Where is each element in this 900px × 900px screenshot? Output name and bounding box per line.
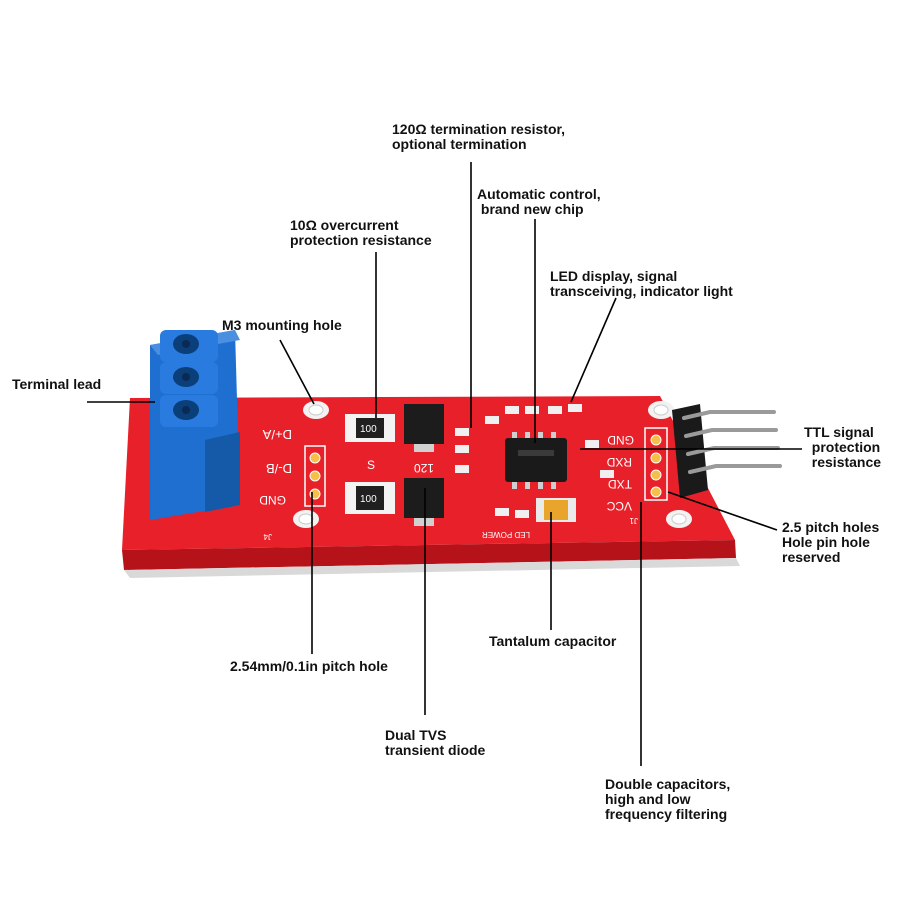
silk-led-power: LED POWER: [482, 530, 530, 539]
silk-gnd-left: GND: [259, 493, 286, 507]
pcb-board: [122, 396, 735, 550]
callout-pitch-holes-25: 2.5 pitch holes Hole pin hole reserved: [782, 519, 880, 565]
silk-j4: J4: [263, 532, 272, 541]
tvs-diode-top: [404, 404, 444, 452]
callout-led-display: LED display, signal transceiving, indica…: [550, 268, 733, 299]
svg-text:100: 100: [360, 494, 377, 505]
tantalum-capacitor-part: [536, 498, 576, 522]
silk-txd: TXD: [608, 477, 632, 491]
svg-text:100: 100: [360, 424, 377, 435]
callout-overcurrent-resistance: 10Ω overcurrent protection resistance: [290, 217, 432, 248]
silk-s-mark: S: [367, 458, 375, 472]
mounting-hole-bottom-right: [666, 510, 692, 528]
resistor-bottom: 100: [345, 482, 395, 514]
silk-vcc: VCC: [606, 499, 632, 513]
silk-d-plus-a: D+/A: [262, 427, 292, 442]
callout-termination-resistor: 120Ω termination resistor, optional term…: [392, 121, 566, 152]
pitch-hole-pads: [304, 445, 326, 507]
pcb-shadow: [124, 558, 740, 578]
callout-tantalum-capacitor: Tantalum capacitor: [489, 633, 617, 649]
callout-dual-tvs-diode: Dual TVS transient diode: [385, 727, 486, 758]
pcb-edge: [122, 540, 736, 570]
callout-double-capacitors: Double capacitors, high and low frequenc…: [605, 776, 731, 822]
callout-ttl-resistance: TTL signal protection resistance: [804, 424, 882, 470]
terminal-block: [150, 330, 240, 520]
pitch-holes-25: [644, 427, 668, 501]
callout-terminal-lead: Terminal lead: [12, 376, 102, 392]
smd-components: [455, 404, 614, 518]
silk-rxd: RXD: [606, 455, 632, 469]
mounting-hole-bottom-left: [293, 510, 319, 528]
transceiver-chip: [505, 432, 567, 489]
silk-d-minus-b: D-/B: [266, 461, 292, 476]
callout-m3-mounting-hole: M3 mounting hole: [222, 317, 342, 333]
mounting-hole-top-right: [648, 401, 674, 419]
silk-j1: J1: [629, 516, 638, 525]
mounting-hole-top-left: [303, 401, 329, 419]
callout-lines: [87, 162, 802, 766]
callout-pitch-hole-254: 2.54mm/0.1in pitch hole: [230, 658, 388, 674]
silk-gnd-right: GND: [607, 433, 634, 447]
resistor-top: 100: [345, 414, 395, 442]
tvs-diode-bottom: [404, 478, 444, 526]
silk-code-120: 120: [414, 461, 434, 475]
callout-automatic-control-chip: Automatic control, brand new chip: [477, 186, 601, 217]
pin-header: [672, 404, 782, 498]
